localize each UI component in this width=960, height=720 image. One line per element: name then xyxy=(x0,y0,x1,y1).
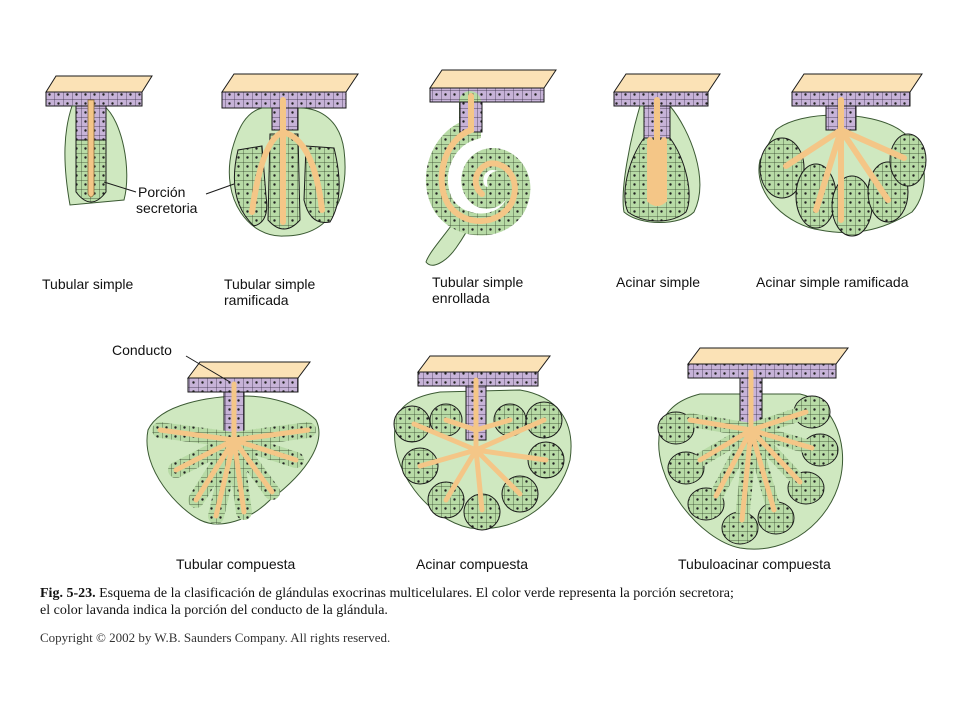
lumen xyxy=(783,97,907,223)
surface-epithelium xyxy=(687,347,849,365)
surface-epithelium xyxy=(613,73,721,93)
surface-epithelium-front xyxy=(687,363,837,379)
gland-acinar-simple xyxy=(613,73,721,223)
gland-tubular-branched xyxy=(221,73,359,237)
label-tubuloacinar-compound: Tubuloacinar compuesta xyxy=(678,556,831,572)
label-tubular-branched-line1: Tubular simple xyxy=(224,276,316,292)
surface-epithelium-front xyxy=(791,91,911,107)
label-acinar-branched: Acinar simple ramificada xyxy=(756,274,909,290)
lumen xyxy=(438,93,518,224)
figure-number: Fig. 5-23. xyxy=(40,586,96,601)
gland-tubular-compound xyxy=(146,361,320,525)
caption-line-1: Esquema de la clasificación de glándulas… xyxy=(99,586,734,601)
label-acinar-compound: Acinar compuesta xyxy=(416,556,529,572)
label-tubular-coiled-line1: Tubular simple xyxy=(432,274,524,290)
acinus-5 xyxy=(889,133,927,187)
callout-duct: Conducto xyxy=(112,342,172,358)
gland-tubuloacinar-compound xyxy=(657,347,849,550)
copyright-notice: Copyright © 2002 by W.B. Saunders Compan… xyxy=(40,630,391,645)
gland-acinar-branched xyxy=(758,73,927,237)
label-tubular-compound: Tubular compuesta xyxy=(176,556,296,572)
label-tubular-branched-line2: ramificada xyxy=(224,292,289,308)
lumen xyxy=(647,97,667,206)
acinus-1 xyxy=(759,137,805,199)
gland-acinar-compound xyxy=(393,355,572,531)
caption-line-2: el color lavanda indica la porción del c… xyxy=(40,603,388,618)
gland-tubular-simple xyxy=(45,75,153,206)
duct-lumen xyxy=(411,377,549,513)
callout-line-secretory-left xyxy=(103,181,137,193)
lumen xyxy=(249,97,325,225)
label-tubular-coiled-line2: enrollada xyxy=(432,290,490,306)
surface-epithelium-front xyxy=(613,91,709,107)
callout-line-duct xyxy=(185,355,231,383)
surface-epithelium xyxy=(429,69,557,89)
duct-lumen xyxy=(687,369,815,523)
lumen xyxy=(87,99,95,198)
surface-epithelium xyxy=(791,73,923,93)
surface-epithelium-front xyxy=(429,87,545,103)
surface-epithelium xyxy=(221,73,359,93)
surface-epithelium-front xyxy=(187,377,299,393)
label-acinar-simple: Acinar simple xyxy=(616,274,701,290)
label-tubular-simple: Tubular simple xyxy=(42,276,134,292)
surface-epithelium xyxy=(187,361,311,379)
surface-epithelium xyxy=(45,75,153,93)
gland-tubular-coiled xyxy=(425,69,557,266)
surface-epithelium xyxy=(417,355,551,373)
figure-caption: Fig. 5-23. Esquema de la clasificación d… xyxy=(40,585,920,619)
duct-lumen xyxy=(157,381,311,519)
callout-line-secretory-right xyxy=(205,183,235,195)
callout-secretory-line2: secretoria xyxy=(136,200,198,216)
callout-secretory-line1: Porción xyxy=(138,184,186,200)
